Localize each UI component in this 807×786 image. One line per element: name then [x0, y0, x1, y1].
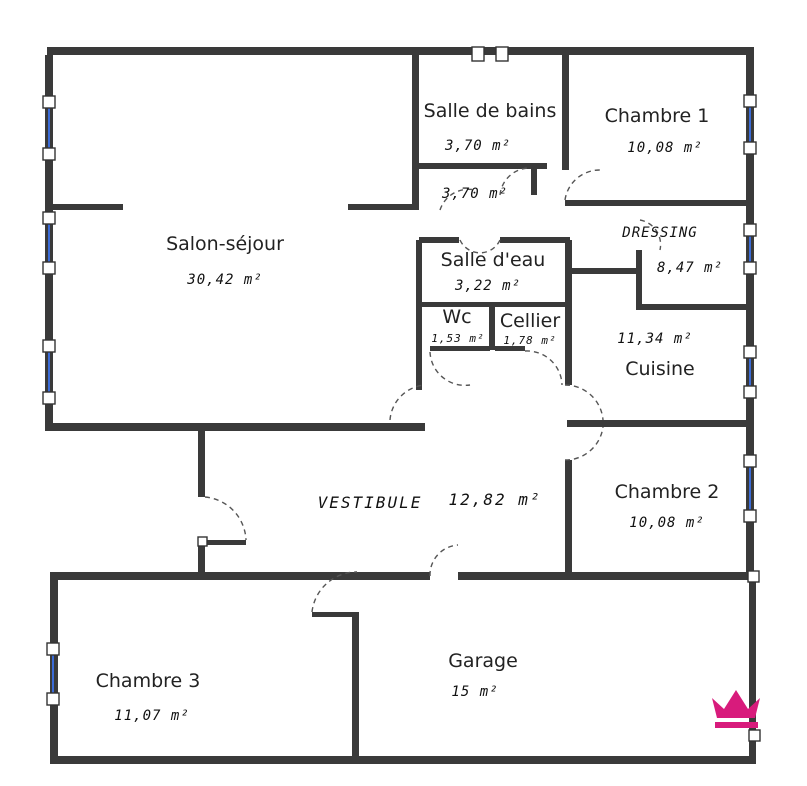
- door-salon: [389, 384, 426, 421]
- room-area-dressing: 8,47 m²: [657, 260, 723, 276]
- door-chambre2: [564, 426, 604, 461]
- room-label-vestibule: VESTIBULE: [318, 493, 423, 512]
- room-area-chambre3: 11,07 m²: [114, 708, 189, 724]
- walls: [45, 47, 756, 764]
- crown-icon: [712, 690, 760, 728]
- door-cellier: [524, 350, 563, 386]
- window-right-1-b: [743, 141, 757, 155]
- wall-salon-bottom: [45, 423, 425, 431]
- room-label-cuisine: Cuisine: [625, 358, 695, 380]
- wall-salon-right: [412, 55, 419, 210]
- door-chambre1: [564, 169, 601, 201]
- room-label-wc: Wc: [442, 306, 471, 328]
- wall-right-lower: [749, 580, 756, 762]
- door-wc: [429, 351, 471, 387]
- window-left-3-a: [42, 339, 56, 353]
- window-top-b: [495, 46, 509, 62]
- door-garage: [311, 571, 358, 613]
- window-right-4-a: [743, 454, 757, 468]
- wall-cuisine-bottom: [567, 420, 750, 427]
- window-left-4-b: [46, 692, 60, 706]
- wall-garage-ledge: [312, 612, 358, 617]
- wall-salle-eau-right: [565, 240, 572, 385]
- door-bath: [499, 167, 532, 196]
- wall-garage-divider: [352, 612, 359, 757]
- door-cuisine: [564, 384, 604, 421]
- wall-dressing-bottom: [638, 304, 750, 310]
- window-right-3-a: [743, 345, 757, 359]
- wall-top: [47, 47, 753, 55]
- wall-mid-horizontal: [50, 572, 430, 580]
- room-area-salle-d-eau: 3,22 m²: [454, 278, 521, 294]
- wall-wc-cellier: [489, 305, 495, 350]
- wall-left-vestibule: [198, 427, 205, 497]
- door-degagement: [439, 188, 476, 211]
- door-garage-vestibule: [429, 544, 459, 577]
- corner-post-1: [747, 570, 760, 583]
- window-right-2-a: [743, 223, 757, 237]
- window-right-1-a: [743, 94, 757, 108]
- room-label-garage: Garage: [448, 650, 518, 672]
- wall-salon-right-lower: [416, 240, 422, 390]
- doors: [204, 167, 662, 613]
- window-right-2-b: [743, 261, 757, 275]
- room-label-chambre1: Chambre 1: [605, 105, 710, 127]
- wall-salle-eau-top-right: [500, 237, 570, 243]
- wall-left-vestibule-stub: [198, 540, 205, 578]
- wall-bottom: [50, 756, 756, 764]
- window-right-4-b: [743, 509, 757, 523]
- room-label-dressing: DRESSING: [621, 225, 697, 241]
- wall-bath-bottom: [412, 163, 547, 169]
- corner-post-3: [197, 536, 208, 547]
- room-label-chambre3: Chambre 3: [96, 670, 201, 692]
- wall-salle-eau-bottom: [419, 302, 569, 307]
- room-area-cellier: 1,78 m²: [503, 334, 556, 347]
- wall-bath-door-jamb: [531, 163, 537, 195]
- room-labels: Salon-séjour 30,42 m² Salle de bains 3,7…: [96, 100, 723, 724]
- room-area-salon: 30,42 m²: [186, 272, 262, 288]
- room-area-chambre2: 10,08 m²: [629, 515, 704, 531]
- window-top-a: [471, 46, 485, 62]
- room-label-chambre2: Chambre 2: [615, 481, 720, 503]
- room-area-cuisine: 11,34 m²: [617, 331, 692, 347]
- room-area-wc: 1,53 m²: [431, 332, 484, 345]
- wall-dressing-left: [636, 250, 642, 310]
- room-area-degagement: 3,70 m²: [441, 186, 508, 202]
- window-left-2-a: [42, 211, 56, 225]
- wall-salon-divider-left: [53, 204, 123, 210]
- wall-salle-eau-top: [419, 237, 459, 243]
- door-dressing: [639, 219, 662, 251]
- window-left-1-a: [42, 95, 56, 109]
- room-area-vestibule: 12,82 m²: [448, 490, 541, 509]
- door-vestibule-entry: [204, 496, 247, 541]
- window-left-1-b: [42, 147, 56, 161]
- room-label-salon: Salon-séjour: [166, 233, 284, 255]
- wall-dressing-top: [568, 268, 640, 274]
- window-left-2-b: [42, 261, 56, 275]
- wall-salon-divider-right: [348, 204, 418, 210]
- wall-right-upper: [746, 47, 754, 577]
- window-left-4-a: [46, 642, 60, 656]
- corner-post-2: [748, 729, 761, 742]
- wall-entry-ledge: [198, 540, 246, 545]
- room-area-chambre1: 10,08 m²: [627, 140, 702, 156]
- room-label-salle-d-eau: Salle d'eau: [441, 249, 546, 271]
- wall-mid-horizontal-right: [458, 572, 754, 580]
- window-left-3-b: [42, 391, 56, 405]
- room-area-salle-de-bains: 3,70 m²: [444, 138, 511, 154]
- wall-bath-right: [562, 55, 569, 170]
- windows: [42, 46, 761, 742]
- window-right-3-b: [743, 385, 757, 399]
- room-label-cellier: Cellier: [500, 310, 560, 332]
- wall-chambre1-bottom: [565, 200, 750, 206]
- wall-cellier-bottom: [495, 346, 525, 351]
- room-label-salle-de-bains: Salle de bains: [424, 100, 557, 122]
- wall-chambre2-left: [565, 460, 572, 575]
- wall-wc-bottom: [430, 346, 490, 351]
- room-area-garage: 15 m²: [451, 684, 498, 700]
